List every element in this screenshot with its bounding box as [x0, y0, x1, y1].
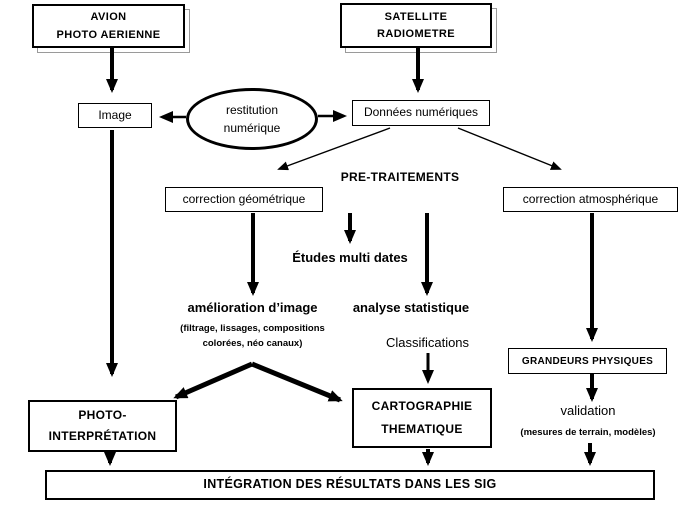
correction-geometrique-box: correction géométrique — [165, 187, 323, 212]
arrow-donnees-to-correction-atmospherique — [457, 127, 562, 170]
cartographie-line1: CARTOGRAPHIE — [371, 398, 473, 413]
satellite-line1: SATELLITE — [384, 10, 448, 23]
amelioration-sublabel: (filtrage, lissages, compositions coloré… — [155, 321, 350, 351]
pretraitements-heading: PRE-TRAITEMENTS — [340, 170, 460, 184]
avion-box: AVION PHOTO AERIENNE — [32, 4, 185, 48]
restitution-ellipse: restitution numérique — [186, 88, 318, 150]
analyse-statistique-label: analyse statistique — [352, 300, 470, 315]
satellite-box: SATELLITE RADIOMETRE — [340, 3, 492, 48]
photo-interpretation-line1: PHOTO- — [78, 408, 127, 423]
restitution-line2: numérique — [223, 121, 281, 136]
amelioration-sub-line1: (filtrage, lissages, compositions — [180, 323, 325, 334]
grandeurs-physiques-label: GRANDEURS PHYSIQUES — [521, 355, 654, 367]
amelioration-image-label: amélioration d’image — [187, 300, 318, 315]
avion-line1: AVION — [90, 11, 127, 24]
amelioration-sub-line2: colorées, néo canaux) — [202, 338, 303, 349]
image-label: Image — [98, 107, 132, 122]
avion-line2: PHOTO AERIENNE — [56, 28, 161, 41]
correction-atmospherique-label: correction atmosphérique — [522, 191, 659, 206]
grandeurs-physiques-box: GRANDEURS PHYSIQUES — [508, 348, 667, 374]
integration-sig-box: INTÉGRATION DES RÉSULTATS DANS LES SIG — [45, 470, 655, 500]
classifications-label: Classifications — [385, 335, 470, 350]
cartographie-thematique-box: CARTOGRAPHIE THEMATIQUE — [352, 388, 492, 448]
integration-sig-label: INTÉGRATION DES RÉSULTATS DANS LES SIG — [203, 477, 497, 492]
etudes-multi-dates-label: Études multi dates — [292, 250, 408, 265]
validation-sublabel: (mesures de terrain, modèles) — [520, 427, 656, 438]
donnees-numeriques-label: Données numériques — [363, 105, 479, 120]
correction-atmospherique-box: correction atmosphérique — [503, 187, 678, 212]
image-box: Image — [78, 103, 152, 128]
validation-label: validation — [560, 403, 616, 418]
arrow-amelioration-to-photo-interpretation — [173, 361, 253, 400]
correction-geometrique-label: correction géométrique — [182, 191, 306, 206]
photo-interpretation-box: PHOTO- INTERPRÉTATION — [28, 400, 177, 452]
satellite-line2: RADIOMETRE — [377, 28, 455, 41]
photo-interpretation-line2: INTERPRÉTATION — [48, 428, 157, 443]
arrow-amelioration-to-cartographie — [251, 361, 343, 403]
restitution-line1: restitution — [225, 102, 279, 117]
cartographie-line2: THEMATIQUE — [381, 421, 463, 436]
donnees-numeriques-box: Données numériques — [352, 100, 490, 126]
